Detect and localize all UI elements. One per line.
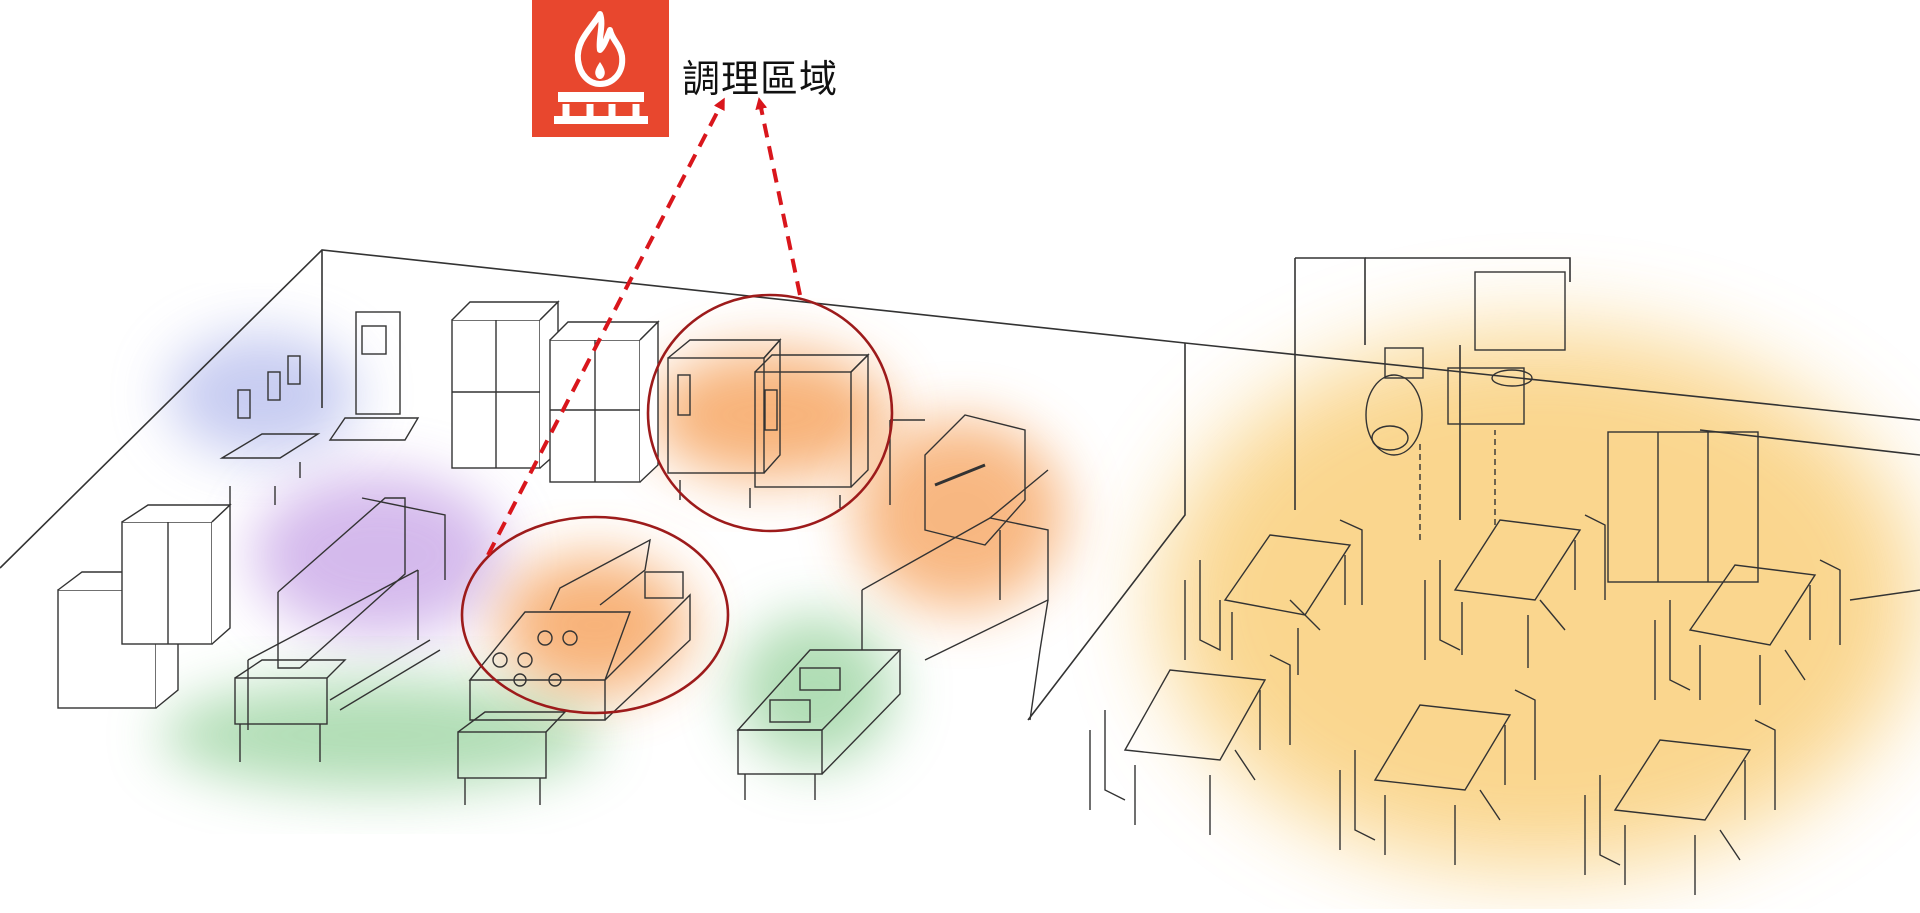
stove-fire-icon [554,11,648,124]
callout-arrows [486,97,802,556]
sliding-doors [1607,431,1759,583]
combi-oven-ring [646,293,894,533]
combi-ovens [667,338,870,508]
cooking-range-ring [460,515,730,715]
arrow-from-range [486,97,725,556]
prep-zone-glow [253,473,503,637]
prep-station [247,497,446,730]
equipment [57,271,1841,895]
restroom [1365,271,1566,540]
sink-zone-glow-left [160,680,600,790]
zone-glows [160,330,1920,870]
arrow-from-oven [755,97,802,296]
sink-units [234,649,902,805]
cooking-zone-glow-oven [650,350,890,480]
dining-tables [1123,519,1817,895]
cooking-zone-label: 調理區域 [682,57,839,101]
cooking-zone-glow-range [500,555,690,695]
back-door [355,311,401,415]
handwash-zone-glow [167,333,357,457]
door-window [361,325,387,355]
cooking-range [468,538,691,721]
fridge-group-left [57,503,232,709]
cooking-zone-glow-right [855,420,1065,610]
dining-chairs [1089,514,1841,875]
cooking-zone-badge [532,0,669,137]
highlight-rings [460,293,894,715]
cooking-station-right [861,414,1049,721]
fridge-group-back [451,300,660,483]
handwash-sinks [219,355,321,505]
